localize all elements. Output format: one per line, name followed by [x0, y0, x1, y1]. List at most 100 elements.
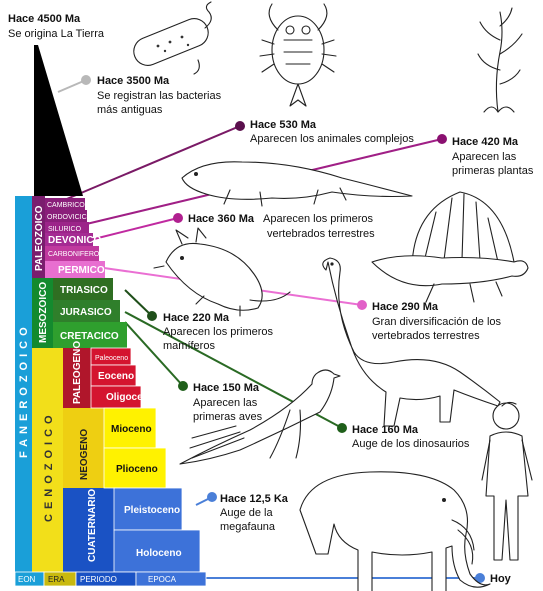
dino160-line1: Auge de los dinosaurios — [352, 438, 470, 450]
marker-dino160 — [337, 423, 347, 433]
period-devonico-label: DEVONICO — [48, 235, 102, 246]
vert360-line2: vertebrados terrestres — [267, 228, 375, 240]
origin-text: Se origina La Tierra — [8, 28, 105, 40]
epoch-eoceno-label: Eoceno — [98, 371, 134, 382]
connector-aves150 — [124, 321, 184, 387]
annotation-vert360: Hace 360 Ma Aparecen los primeros verteb… — [188, 213, 375, 240]
period-cuaternario — [63, 488, 114, 572]
connector-complex — [61, 125, 241, 202]
period-devonico — [45, 233, 93, 246]
era-mesozoico — [32, 278, 53, 348]
period-carbonifero-label: CARBONIFERO — [48, 251, 100, 258]
period-jurasico-label: JURASICO — [60, 307, 112, 318]
anomalocaris-illustration — [259, 3, 337, 107]
annotation-mega12: Hace 12,5 Ka Auge de la megafauna — [220, 493, 289, 533]
epoch-mioceno-label: Mioceno — [111, 424, 152, 435]
epoch-mioceno — [103, 407, 157, 449]
marker-plants — [437, 134, 447, 144]
annotation-plants: Hace 420 Ma Aparecen las primeras planta… — [452, 136, 534, 177]
bacteria-time: Hace 3500 Ma — [97, 75, 170, 87]
marker-bacteria — [81, 75, 91, 85]
period-permico-label: PERMICO — [58, 265, 105, 276]
period-cambrico — [45, 198, 85, 210]
epochs: Paleoceno Eoceno Oligoceno Mioceno Plioc… — [90, 347, 201, 573]
marker-vert360 — [173, 213, 183, 223]
bacteria-line2: más antiguas — [97, 104, 163, 116]
period-ordovicico — [45, 210, 87, 222]
mega12-line2: megafauna — [220, 521, 276, 533]
aves150-time: Hace 150 Ma — [193, 382, 260, 394]
era-paleozoico-label: PALEOZOICO — [34, 205, 45, 271]
human-illustration — [481, 401, 533, 561]
annotation-aves150: Hace 150 Ma Aparecen las primeras aves — [193, 382, 263, 423]
annotation-complex: Hace 530 Ma Aparecen los animales comple… — [250, 119, 414, 145]
annotation-origin: Hace 4500 Ma Se origina La Tierra — [8, 13, 105, 40]
marker-complex — [235, 121, 245, 131]
epoch-pleistoceno — [113, 487, 183, 531]
wedge-spine — [34, 45, 36, 196]
axis-epoca-cell — [135, 571, 207, 587]
connector-vert360 — [85, 217, 179, 242]
period-cambrico-label: CAMBRICO — [47, 202, 85, 209]
annotation-dino160: Hace 160 Ma Auge de los dinosaurios — [352, 424, 470, 450]
div290-line1: Gran diversificación de los — [372, 316, 502, 328]
bacteria-line1: Se registran las bacterias — [97, 90, 222, 102]
connector-bacteria — [57, 79, 87, 93]
early-bird-illustration — [179, 369, 341, 465]
period-triasico — [53, 278, 113, 300]
era-mesozoico-label: MESOZOICO — [38, 282, 49, 343]
megafauna-illustration — [299, 471, 491, 591]
annotation-mam220: Hace 220 Ma Aparecen los primeros mamífe… — [163, 312, 274, 352]
complex-line1: Aparecen los animales complejos — [250, 133, 414, 145]
axis-era-label: ERA — [48, 575, 65, 584]
axis-periodo-label: PERIODO — [80, 575, 117, 584]
era-cenozoico — [32, 348, 63, 572]
mam220-line2: mamíferos — [163, 340, 215, 352]
period-ordovicico-label: ORDOVICICO — [47, 214, 93, 221]
aves150-line2: primeras aves — [193, 411, 263, 423]
marker-mam220 — [147, 311, 157, 321]
marker-aves150 — [178, 381, 188, 391]
epoch-holoceno — [113, 529, 201, 573]
plants-line2: primeras plantas — [452, 165, 534, 177]
period-neogeno — [63, 408, 104, 488]
axis-epoca-label: EPOCA — [148, 575, 177, 584]
era-cenozoico-label: CENOZOICO — [43, 410, 55, 522]
period-jurasico — [53, 300, 120, 322]
plants-time: Hace 420 Ma — [452, 136, 519, 148]
epoch-pleistoceno-label: Pleistoceno — [124, 505, 180, 516]
origin-time: Hace 4500 Ma — [8, 13, 81, 25]
connector-mam220 — [124, 289, 153, 317]
vert360-time: Hace 360 Ma — [188, 213, 255, 225]
complex-time: Hace 530 Ma — [250, 119, 317, 131]
mesozoic-periods: TRIASICO JURASICO CRETACICO — [53, 278, 127, 348]
period-triasico-label: TRIASICO — [60, 285, 108, 296]
period-cretacico — [53, 322, 127, 348]
early-plant-illustration — [477, 7, 523, 113]
epoch-plioceno — [103, 447, 167, 489]
marker-mega12 — [207, 492, 217, 502]
mega12-time: Hace 12,5 Ka — [220, 493, 289, 505]
marker-today — [475, 573, 485, 583]
div290-line2: vertebrados terrestres — [372, 330, 480, 342]
aves150-line1: Aparecen las — [193, 397, 258, 409]
epoch-paleoceno-label: Paleoceno — [95, 355, 128, 362]
annotation-div290: Hace 290 Ma Gran diversificación de los … — [372, 301, 502, 342]
period-carbonifero — [45, 246, 99, 261]
annotation-today: Hoy — [490, 573, 512, 585]
period-paleogeno-label: PALEOGENO — [72, 341, 83, 404]
period-cretacico-label: CRETACICO — [60, 331, 119, 342]
mam220-time: Hace 220 Ma — [163, 312, 230, 324]
tetrapod-illustration — [181, 161, 413, 207]
marker-div290 — [357, 300, 367, 310]
epoch-oligoceno-label: Oligoceno — [106, 392, 155, 403]
axis-eon-label: EON — [18, 575, 36, 584]
period-cuaternario-label: CUATERNARIO — [87, 489, 98, 562]
period-neogeno-label: NEOGENO — [79, 429, 90, 480]
early-mammal-illustration — [153, 227, 291, 317]
sauropod-illustration — [322, 257, 501, 427]
dino160-time: Hace 160 Ma — [352, 424, 419, 436]
period-paleogeno — [63, 348, 91, 408]
div290-time: Hace 290 Ma — [372, 301, 439, 313]
cenozoic-periods: PALEOGENO NEOGENO CUATERNARIO — [63, 341, 114, 572]
